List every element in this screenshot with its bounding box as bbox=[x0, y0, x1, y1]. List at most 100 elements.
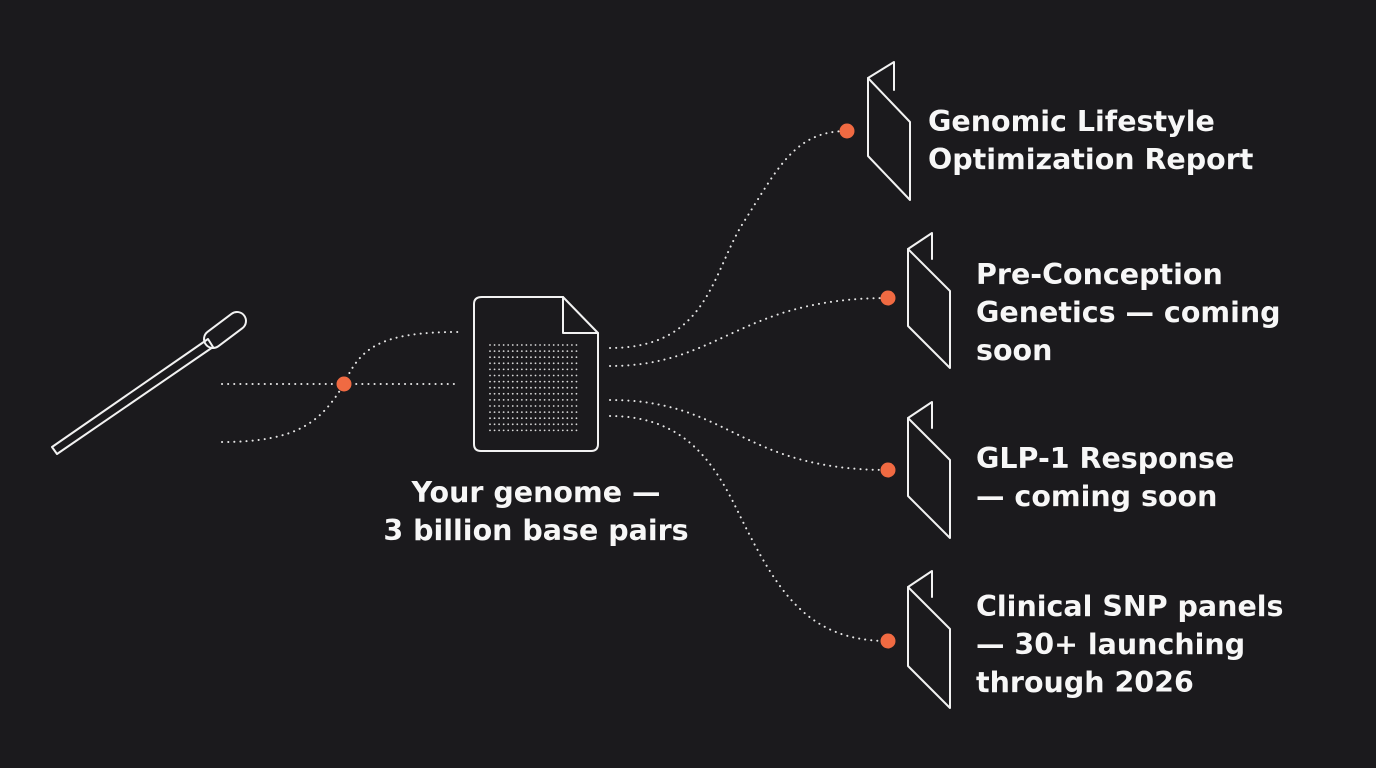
sequence-dot bbox=[516, 429, 519, 432]
sequence-dot bbox=[543, 350, 546, 352]
sequence-dot bbox=[539, 405, 541, 407]
sequence-dot bbox=[534, 380, 537, 383]
sequence-dot bbox=[557, 429, 560, 432]
sequence-dot bbox=[507, 362, 510, 365]
sequence-dot bbox=[525, 356, 528, 359]
sequence-dot bbox=[525, 350, 528, 352]
sequence-dot bbox=[516, 392, 519, 395]
sequence-dot bbox=[525, 374, 528, 377]
sequence-dot bbox=[566, 429, 569, 432]
sequence-dot bbox=[507, 374, 510, 377]
sequence-dot bbox=[498, 368, 500, 371]
swab-icon bbox=[51, 310, 247, 455]
sequence-dot bbox=[557, 350, 560, 352]
output-label-line: Optimization Report bbox=[928, 143, 1254, 176]
sequence-dot bbox=[525, 386, 528, 389]
sequence-dot bbox=[530, 374, 532, 377]
sequence-dot bbox=[543, 423, 546, 426]
sequence-dot bbox=[534, 362, 537, 365]
sequence-dot bbox=[493, 356, 496, 359]
sequence-dot bbox=[507, 423, 510, 426]
sequence-dot bbox=[539, 368, 541, 371]
sequence-dot bbox=[502, 350, 505, 352]
sequence-dot bbox=[520, 399, 523, 401]
sequence-dot bbox=[520, 356, 523, 359]
sequence-dot bbox=[507, 350, 510, 352]
report-booklet-icon bbox=[907, 232, 951, 369]
output-line-1 bbox=[609, 130, 848, 349]
sequence-dot bbox=[543, 417, 546, 420]
sequence-dot bbox=[520, 362, 523, 365]
sequence-dot bbox=[511, 417, 514, 420]
sequence-dot bbox=[493, 417, 496, 420]
sequence-dot bbox=[552, 405, 555, 407]
sequence-dot bbox=[566, 356, 569, 359]
sequence-dot bbox=[552, 417, 555, 420]
sequence-dot bbox=[502, 380, 505, 383]
sequence-dot bbox=[571, 368, 573, 371]
sequence-dot bbox=[516, 411, 519, 413]
sequence-dot bbox=[548, 368, 551, 371]
sequence-dot bbox=[498, 386, 500, 389]
sequence-dot bbox=[548, 356, 551, 359]
sequence-dot bbox=[502, 399, 505, 401]
sequence-dot bbox=[561, 362, 564, 365]
sequence-dot bbox=[502, 344, 505, 346]
sequence-dot bbox=[530, 344, 532, 346]
sequence-dot bbox=[534, 344, 537, 346]
sequence-dot bbox=[571, 399, 573, 401]
sequence-dot bbox=[489, 411, 491, 413]
sequence-dot bbox=[511, 362, 514, 365]
sequence-dot bbox=[543, 386, 546, 389]
sequence-dot bbox=[525, 423, 528, 426]
sequence-dot bbox=[539, 411, 541, 413]
output-line-2 bbox=[609, 297, 889, 367]
sequence-dot bbox=[498, 350, 500, 352]
sequence-dot bbox=[498, 374, 500, 377]
sequence-dot bbox=[489, 417, 491, 420]
sequence-dot bbox=[516, 362, 519, 365]
output-label-line: Genomic Lifestyle bbox=[928, 105, 1215, 138]
sequence-dot bbox=[539, 356, 541, 359]
sequence-dot bbox=[557, 362, 560, 365]
sequence-dot bbox=[530, 411, 532, 413]
sequence-dot bbox=[502, 405, 505, 407]
sequence-dot bbox=[557, 344, 560, 346]
sequence-dot bbox=[557, 380, 560, 383]
report-booklet-icon bbox=[867, 61, 911, 201]
sequence-dot bbox=[502, 411, 505, 413]
sequence-dot bbox=[566, 399, 569, 401]
sequence-dot bbox=[557, 374, 560, 377]
sequence-dot bbox=[543, 380, 546, 383]
sequence-dot bbox=[520, 405, 523, 407]
sequence-dot bbox=[566, 386, 569, 389]
genome-label: Your genome — 3 billion base pairs bbox=[366, 474, 706, 550]
sequence-dot bbox=[548, 374, 551, 377]
sequence-dot bbox=[566, 405, 569, 407]
sequence-dot bbox=[552, 380, 555, 383]
sequence-dot bbox=[548, 392, 551, 395]
sequence-dots bbox=[489, 344, 578, 432]
sequence-dot bbox=[571, 350, 573, 352]
sequence-dot bbox=[507, 380, 510, 383]
sequence-dot bbox=[516, 417, 519, 420]
output-node-4 bbox=[880, 633, 896, 649]
sequence-dot bbox=[493, 423, 496, 426]
sequence-dot bbox=[489, 374, 491, 377]
merge-node bbox=[336, 376, 352, 392]
sequence-dot bbox=[498, 417, 500, 420]
sequence-dot bbox=[557, 405, 560, 407]
sequence-dot bbox=[566, 344, 569, 346]
sequence-dot bbox=[489, 399, 491, 401]
output-label-line: Genetics — coming bbox=[976, 296, 1281, 329]
sequence-dot bbox=[511, 344, 514, 346]
sequence-dot bbox=[548, 380, 551, 383]
sequence-dot bbox=[552, 392, 555, 395]
sequence-dot bbox=[534, 374, 537, 377]
sequence-dot bbox=[557, 423, 560, 426]
sequence-dot bbox=[543, 411, 546, 413]
sequence-dot bbox=[507, 344, 510, 346]
sequence-dot bbox=[561, 344, 564, 346]
sequence-dot bbox=[543, 368, 546, 371]
